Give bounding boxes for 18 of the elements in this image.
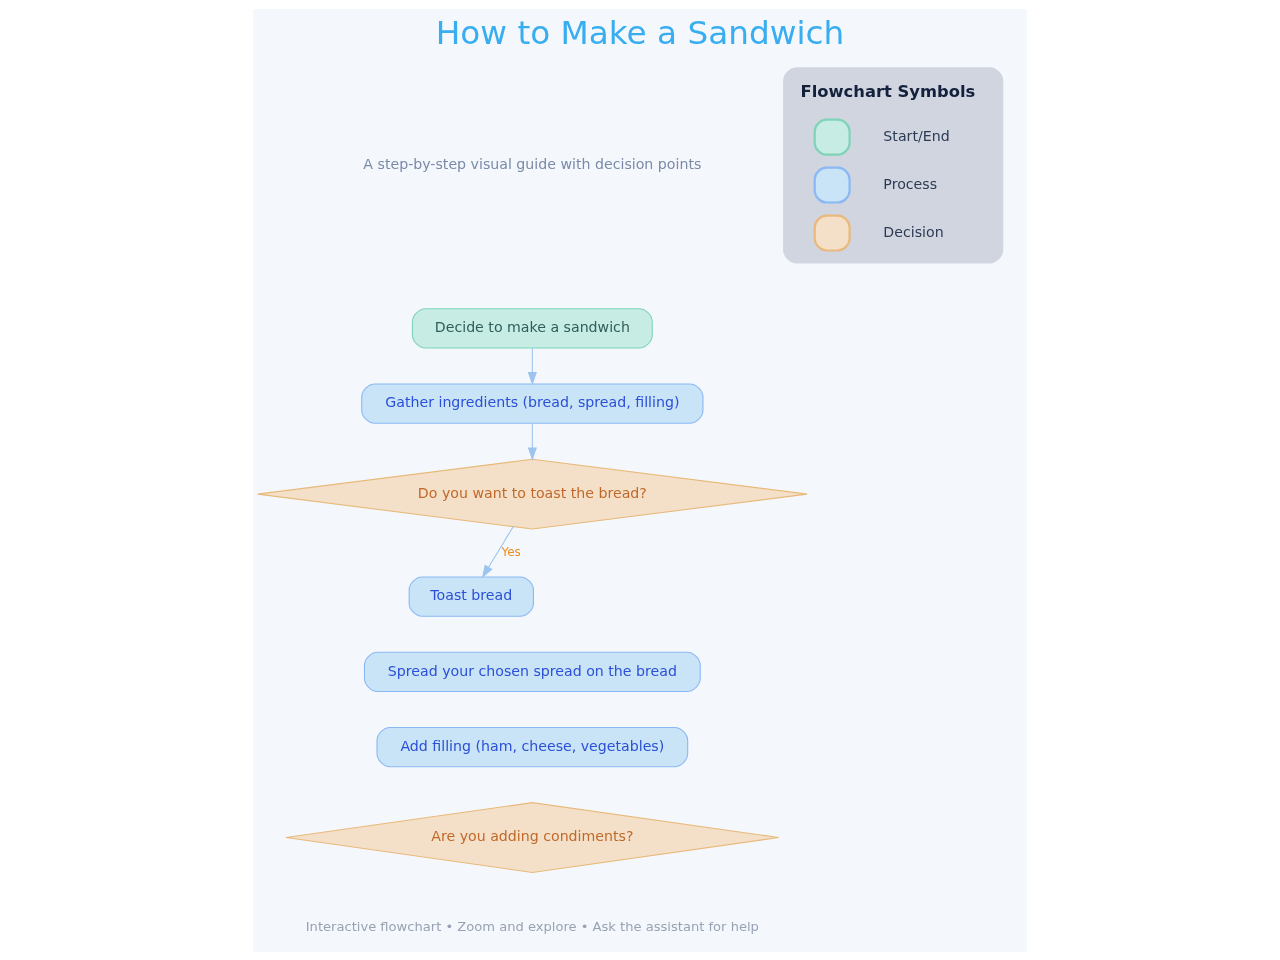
arrow (481, 525, 514, 578)
arrow (527, 422, 537, 461)
label: Flowchart Symbols (800, 81, 976, 101)
node-box: Gather ingredients (bread, spread, filling) (361, 382, 704, 424)
legend-label: Process (883, 175, 938, 192)
node-box: Spread your chosen spread on the bread (363, 651, 701, 692)
node-box: Decide to make a sandwich (411, 307, 653, 349)
legend-label: Decision (883, 223, 944, 240)
label: A step-by-step visual guide with decision points (363, 155, 702, 172)
node-diamond: Do you want to toast the bread? (257, 458, 808, 530)
node-box: Add filling (ham, cheese, vegetables) (376, 726, 689, 767)
node-diamond: Are you adding condiments? (285, 801, 780, 873)
node-box: Toast bread (408, 575, 534, 617)
label: Interactive flowchart • Zoom and explore • Ask the assistant for help (305, 918, 759, 934)
edge-label: Yes (501, 544, 521, 559)
arrow (527, 347, 537, 385)
diagram-title: How to Make a Sandwich (435, 13, 845, 52)
legend-label: Start/End (883, 127, 950, 144)
